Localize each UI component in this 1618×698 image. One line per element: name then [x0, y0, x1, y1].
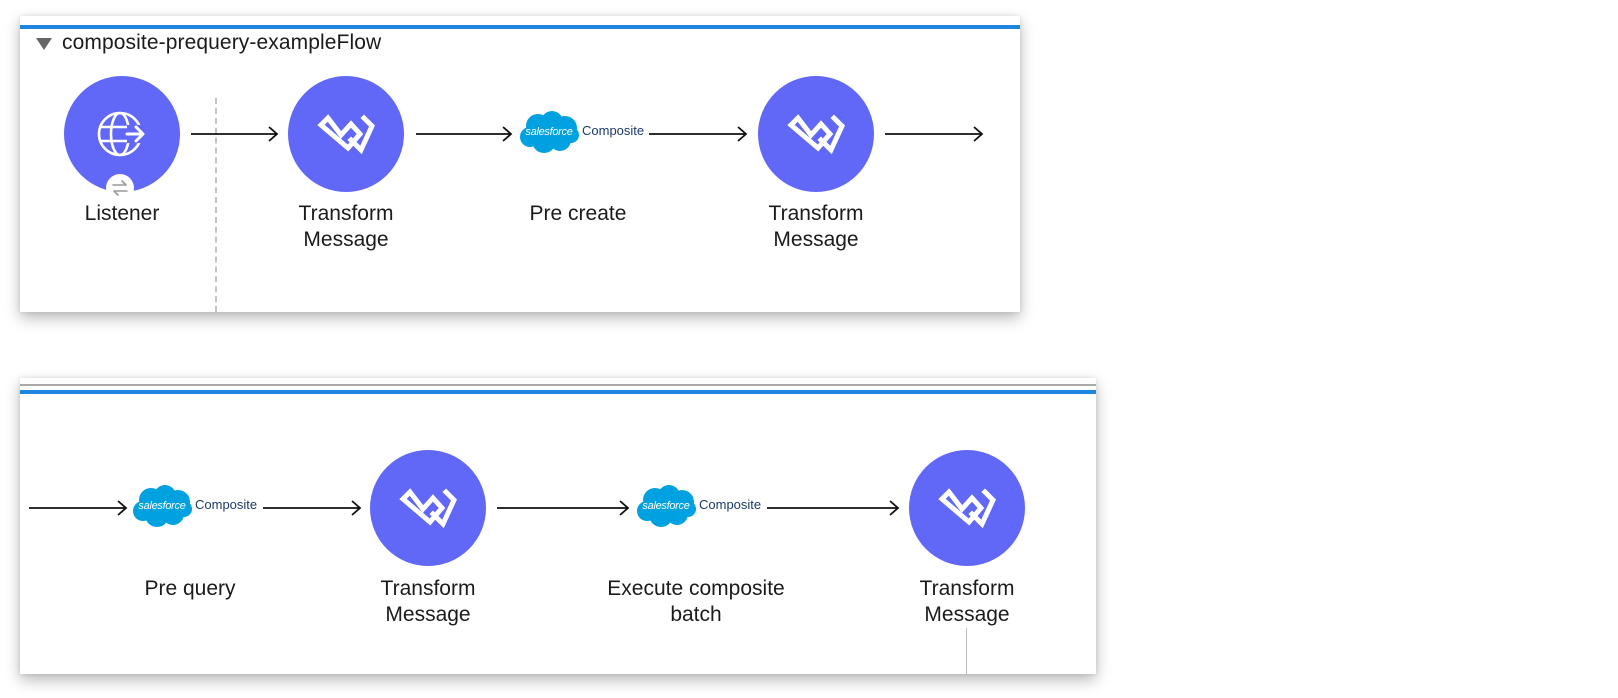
transform-message-label: Transform Message — [380, 577, 476, 626]
salesforce-composite-connector[interactable]: salesforce Composite — [131, 484, 257, 528]
salesforce-cloud-icon: salesforce — [131, 484, 193, 528]
flow-arrow — [885, 126, 984, 142]
transform-message-label: Transform Message — [298, 202, 394, 251]
dataweave-icon — [938, 488, 996, 529]
flow-header: composite-prequery-exampleFlow — [36, 30, 381, 56]
flow-arrow — [767, 500, 900, 516]
swap-arrows-icon — [112, 180, 128, 196]
transform-message-node[interactable] — [758, 76, 874, 192]
dataweave-icon — [399, 488, 457, 529]
flow-arrow — [649, 126, 748, 142]
transform-message-label: Transform Message — [768, 202, 864, 251]
flow-end-line — [966, 628, 967, 674]
dataweave-icon — [317, 114, 375, 155]
flow-canvas-top: composite-prequery-exampleFlow Listener — [20, 16, 1020, 312]
flow-border-line — [20, 384, 1096, 386]
flow-arrow — [263, 500, 362, 516]
execute-composite-batch-label: Execute composite batch — [607, 577, 785, 626]
transform-message-node[interactable] — [370, 450, 486, 566]
flow-accent-bar — [20, 25, 1020, 29]
flow-accent-bar — [20, 390, 1096, 394]
salesforce-cloud-icon: salesforce — [635, 484, 697, 528]
composite-label: Composite — [699, 496, 762, 512]
flow-arrow — [497, 500, 630, 516]
flow-title: composite-prequery-exampleFlow — [62, 31, 382, 54]
flow-arrow — [416, 126, 513, 142]
salesforce-cloud-icon: salesforce — [518, 110, 580, 154]
transform-message-node[interactable] — [288, 76, 404, 192]
composite-label: Composite — [195, 496, 258, 512]
transform-message-node[interactable] — [909, 450, 1025, 566]
salesforce-composite-connector[interactable]: salesforce Composite — [518, 110, 644, 154]
listener-badge — [106, 174, 134, 202]
transform-message-label: Transform Message — [919, 577, 1015, 626]
dataweave-icon — [787, 114, 845, 155]
composite-label: Composite — [582, 122, 645, 138]
globe-arrow-icon — [97, 111, 147, 157]
flow-arrow — [29, 500, 128, 516]
source-divider — [215, 98, 217, 312]
flow-arrow — [191, 126, 279, 142]
flow-canvas-bottom: salesforce Composite Pre query Transform… — [20, 378, 1096, 674]
salesforce-composite-connector[interactable]: salesforce Composite — [635, 484, 761, 528]
pre-create-label: Pre create — [529, 202, 627, 225]
pre-query-label: Pre query — [144, 577, 236, 600]
listener-label: Listener — [84, 202, 160, 225]
listener-node[interactable] — [64, 76, 180, 192]
collapse-triangle-icon[interactable] — [36, 37, 52, 50]
